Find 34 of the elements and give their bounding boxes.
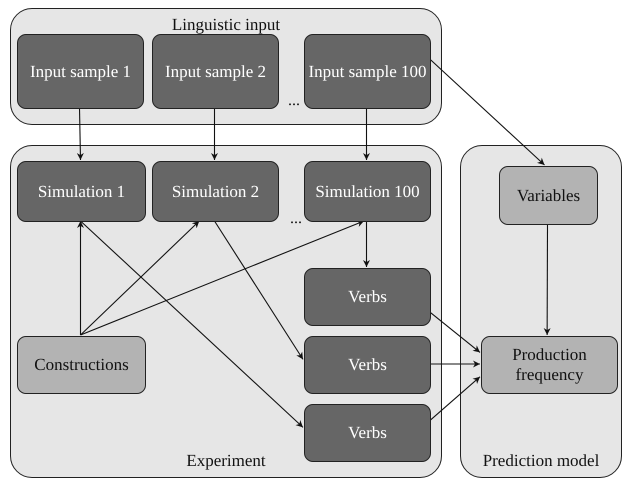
arrow [214,220,304,360]
group-panel [10,145,442,478]
process-box: Simulation 2 [152,161,279,222]
arrow [430,376,480,421]
process-box: Verbs [304,404,431,462]
group-title: Experiment [185,451,267,471]
variable-box: Production frequency [481,336,618,394]
arrow [76,108,84,160]
group-title: Prediction model [482,451,600,471]
process-box: Input sample 100 [304,34,431,109]
arrow [430,360,480,368]
process-box: Simulation 1 [17,161,146,222]
process-box: Verbs [304,336,431,394]
group-panel [10,8,442,125]
process-box: Input sample 1 [17,34,144,109]
arrow [77,221,84,335]
arrow [80,220,364,336]
group-panel [460,145,622,478]
variable-box: Constructions [17,336,146,394]
arrow [363,221,370,267]
arrow [80,220,304,428]
variable-box: Variables [499,166,598,225]
arrow [544,224,551,335]
group-title: Linguistic input [170,15,282,35]
arrow [430,58,545,166]
process-box: Verbs [304,268,431,326]
arrow [80,220,200,336]
arrow [430,312,480,353]
process-box: Input sample 2 [152,34,279,109]
arrow [211,108,218,160]
process-box: Simulation 100 [304,161,431,222]
ellipsis-text: ... [288,92,300,110]
ellipsis-text: ... [290,210,302,228]
arrow [363,108,370,160]
